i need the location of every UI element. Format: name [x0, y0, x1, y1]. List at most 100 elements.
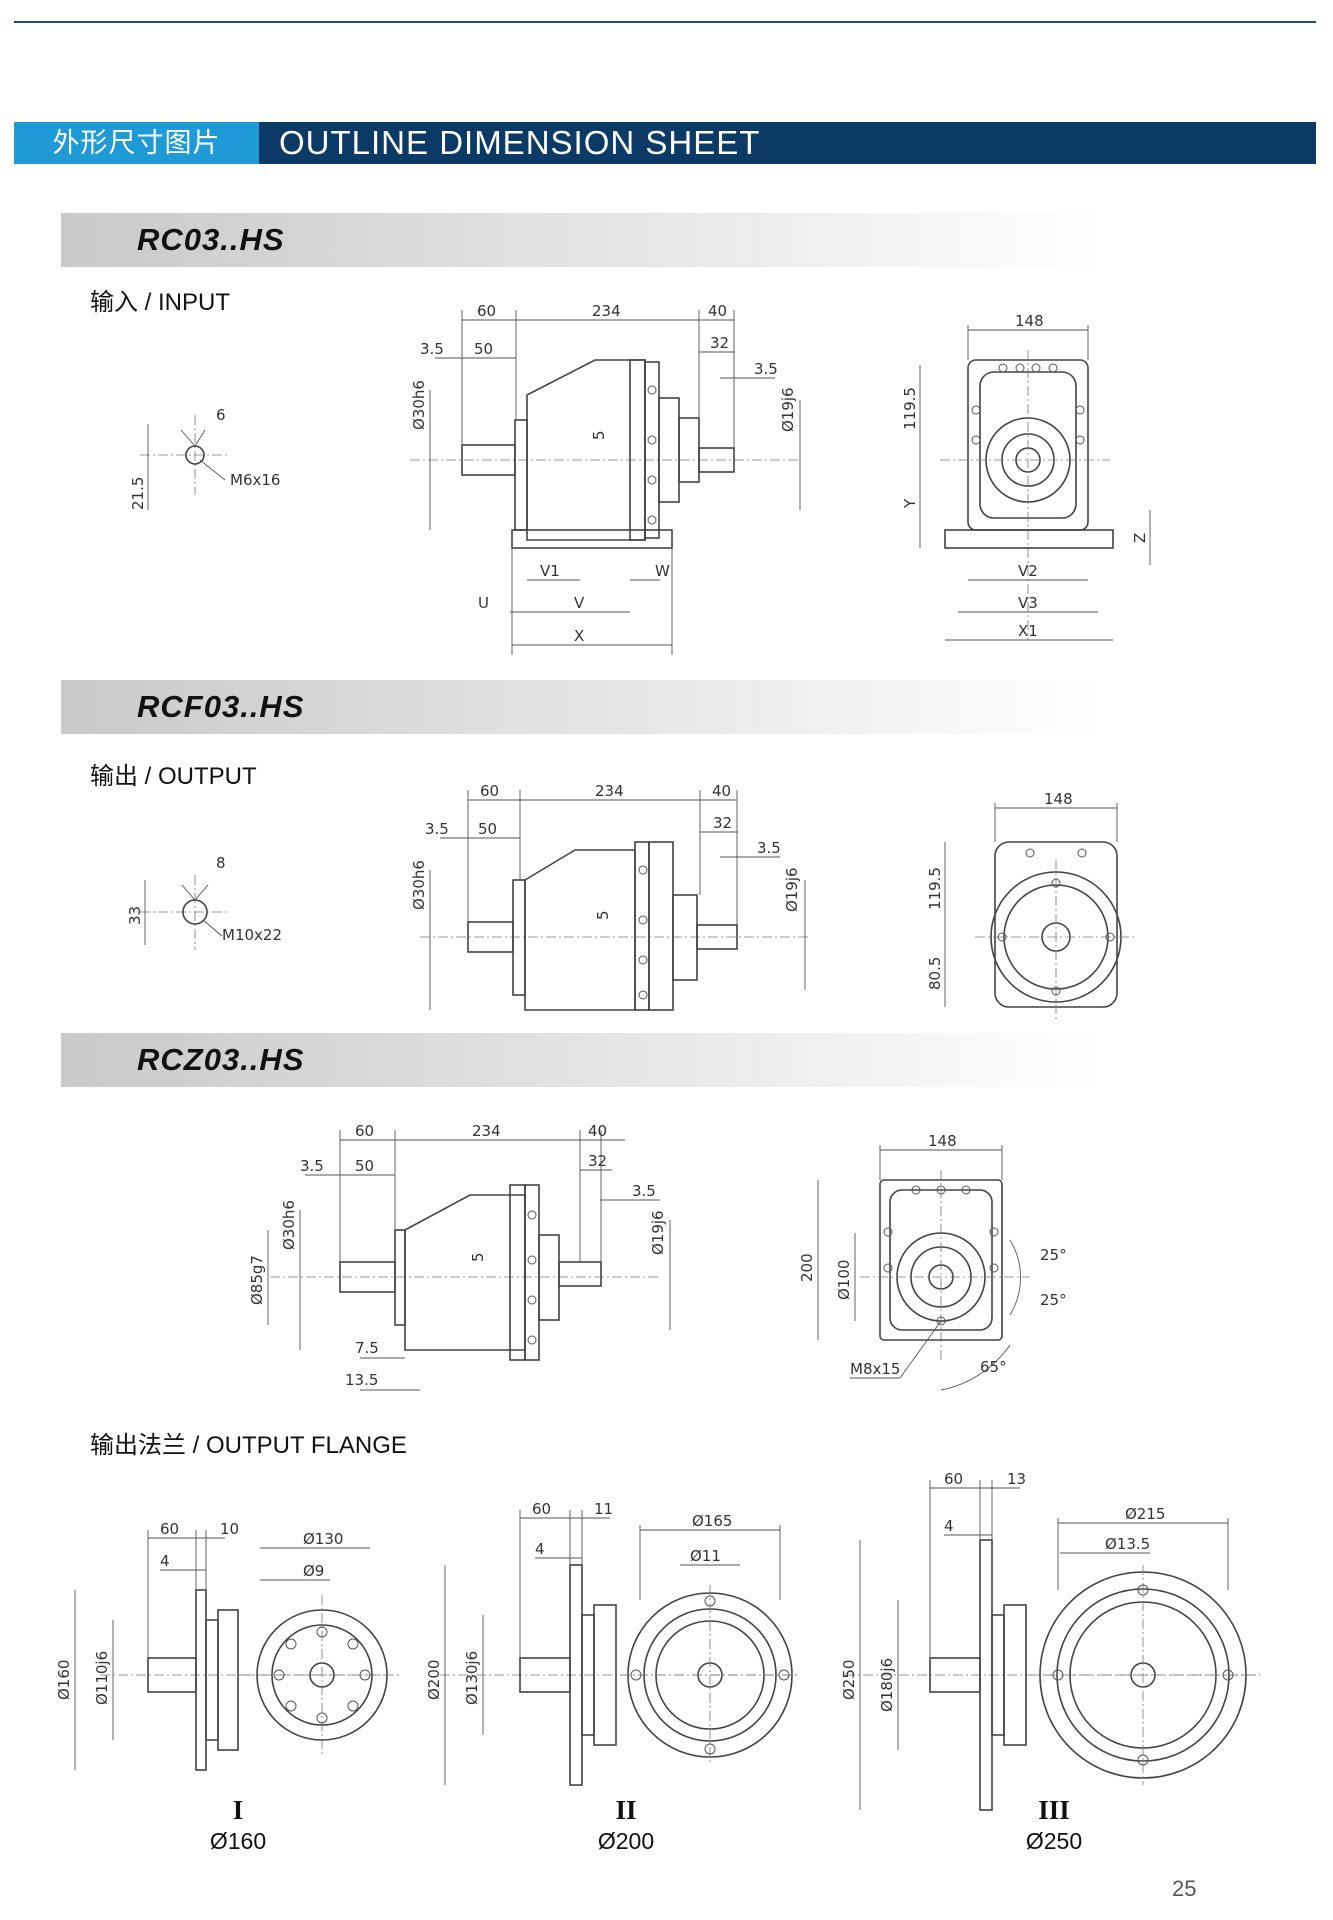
rc-key-width: 6	[216, 406, 226, 424]
section-sublabel: 输出法兰 / OUTPUT FLANGE	[90, 1432, 407, 1459]
rcz-end-thread: M8x15	[850, 1360, 900, 1378]
flange-1-dim-60: 60	[160, 1520, 179, 1538]
section-sublabel: 输出 / OUTPUT	[90, 763, 257, 790]
flange-2-label: II	[615, 1795, 637, 1825]
rc-end-view: 148 119.5 Y Z V2 V3 X1	[901, 312, 1151, 641]
flange-1-pilot: Ø110j6	[93, 1651, 111, 1705]
rcf-dim-40: 40	[712, 782, 731, 800]
rcf-key-width: 8	[216, 854, 226, 872]
rcf-dim-5: 5	[594, 910, 612, 920]
rcz-angle-3: 65°	[980, 1358, 1007, 1376]
rc-dim-5: 5	[590, 430, 608, 440]
header-title-en: OUTLINE DIMENSION SHEET	[279, 124, 761, 161]
rcf-end-height2: 80.5	[926, 957, 944, 990]
flange-2-bolt: Ø165	[692, 1512, 732, 1530]
flange-3-dim-60: 60	[944, 1470, 963, 1488]
rcz-dim-60: 60	[355, 1122, 374, 1140]
flange-2-outer: Ø200	[425, 1660, 443, 1700]
rc-dim-234: 234	[592, 302, 621, 320]
top-rule	[14, 21, 1316, 23]
rcz-dim-7.5: 7.5	[355, 1339, 379, 1357]
rcz-dim-40: 40	[588, 1122, 607, 1140]
rcz-side-view: 60 234 40 3.5 50 32 3.5 Ø30h6 Ø85g7 Ø19j…	[248, 1122, 671, 1391]
rcf-dia-out: Ø19j6	[783, 867, 801, 912]
page-number: 25	[1172, 1876, 1197, 1901]
rcz-dim-32: 32	[588, 1152, 607, 1170]
flange-2-dim-60: 60	[532, 1500, 551, 1518]
rc-end-Z: Z	[1131, 533, 1149, 543]
rc-dim-50: 50	[474, 340, 493, 358]
rc-dim-X: X	[574, 627, 584, 645]
rc-end-height: 119.5	[901, 387, 919, 430]
header-title-cn: 外形尺寸图片	[14, 122, 259, 164]
rcf-dim-3.5b: 3.5	[757, 839, 781, 857]
flange-1-diameter: Ø160	[209, 1828, 267, 1854]
flange-2-dim-t: 11	[594, 1500, 613, 1518]
rcz-angle-1: 25°	[1040, 1246, 1067, 1264]
flange-3-hole: Ø13.5	[1105, 1535, 1150, 1553]
rcf-dia-in: Ø30h6	[410, 860, 428, 910]
rc-end-V3: V3	[1018, 594, 1038, 612]
rcz-end-dia: Ø100	[835, 1260, 853, 1300]
rc-end-width: 148	[1015, 312, 1044, 330]
section-sublabel: 输入 / INPUT	[90, 289, 231, 316]
rc-dia-out: Ø19j6	[779, 387, 797, 432]
flange-1-dim-4: 4	[160, 1552, 170, 1570]
section-rcz03: RCZ03..HS	[61, 1033, 1101, 1087]
rcz-dia-in: Ø30h6	[280, 1200, 298, 1250]
rcz-end-height: 200	[798, 1253, 816, 1282]
flange-1-drawing: 60 10 4 Ø160 Ø110j6 Ø130 Ø9	[55, 1520, 400, 1771]
rcz-dim-13.5: 13.5	[345, 1371, 378, 1389]
rcz-dim-50: 50	[355, 1157, 374, 1175]
rc-end-Y: Y	[901, 498, 919, 509]
rc-dia-in: Ø30h6	[410, 380, 428, 430]
flange-1-dim-t: 10	[220, 1520, 239, 1538]
rcf-dim-234: 234	[595, 782, 624, 800]
rc-key-thread: M6x16	[230, 471, 280, 489]
rc-end-V2: V2	[1018, 562, 1038, 580]
flange-2-hole: Ø11	[690, 1547, 721, 1565]
flange-2-dim-4: 4	[535, 1540, 545, 1558]
header-banner: 外形尺寸图片 OUTLINE DIMENSION SHEET	[14, 122, 1316, 164]
rc-dim-V: V	[574, 594, 585, 612]
rcz-dia-sp: Ø85g7	[248, 1255, 266, 1305]
section-rcf03: RCF03..HS	[61, 680, 1101, 734]
section-rc03: RC03..HS	[61, 213, 1101, 267]
section-title: RCF03..HS	[137, 689, 305, 724]
rc-dim-W: W	[655, 562, 670, 580]
rcz-dim-234: 234	[472, 1122, 501, 1140]
rcf-dim-50: 50	[478, 820, 497, 838]
rcf-dim-3.5a: 3.5	[425, 820, 449, 838]
flange-2-diameter: Ø200	[597, 1828, 655, 1854]
flange-2-drawing: 60 11 4 Ø200 Ø130j6 Ø165 Ø11	[425, 1500, 800, 1786]
rc-dim-3.5a: 3.5	[420, 340, 444, 358]
rcf-end-view: 148 119.5 80.5	[926, 790, 1135, 1020]
flange-3-dim-4: 4	[944, 1517, 954, 1535]
rc-dim-3.5b: 3.5	[754, 360, 778, 378]
flange-3-drawing: 60 13 4 Ø250 Ø180j6 Ø215 Ø13.5	[840, 1470, 1260, 1811]
rcz-end-width: 148	[928, 1132, 957, 1150]
rcz-dim-5: 5	[469, 1252, 487, 1262]
flange-3-bolt: Ø215	[1125, 1505, 1165, 1523]
flange-3-label: III	[1038, 1795, 1070, 1825]
flange-2-pilot: Ø130j6	[463, 1651, 481, 1705]
rc-dim-V1: V1	[540, 562, 560, 580]
rcz-angle-2: 25°	[1040, 1291, 1067, 1309]
rc-side-view: 60 234 40 3.5 50 32 3.5 Ø30h6 Ø19j6 5 V1…	[410, 302, 801, 655]
rcz-dim-3.5a: 3.5	[300, 1157, 324, 1175]
rc-dim-U: U	[478, 594, 489, 612]
rc-key-detail: 6 21.5 M6x16	[129, 406, 280, 510]
rcf-end-height: 119.5	[926, 867, 944, 910]
rc-end-X1: X1	[1018, 622, 1038, 640]
rcf-side-view: 60 234 40 3.5 50 32 3.5 Ø30h6 Ø19j6 5	[410, 782, 810, 1011]
flange-1-outer: Ø160	[55, 1660, 73, 1700]
flange-3-outer: Ø250	[840, 1660, 858, 1700]
flange-1-label: I	[232, 1795, 244, 1825]
rcz-dim-3.5b: 3.5	[632, 1182, 656, 1200]
section-title: RCZ03..HS	[137, 1042, 305, 1077]
section-title: RC03..HS	[137, 222, 285, 257]
flange-1-hole: Ø9	[303, 1562, 324, 1580]
rcz-end-view: 148 200 Ø100 25° 25° 65° M8x15	[798, 1132, 1067, 1391]
rcz-dia-out: Ø19j6	[649, 1210, 667, 1255]
